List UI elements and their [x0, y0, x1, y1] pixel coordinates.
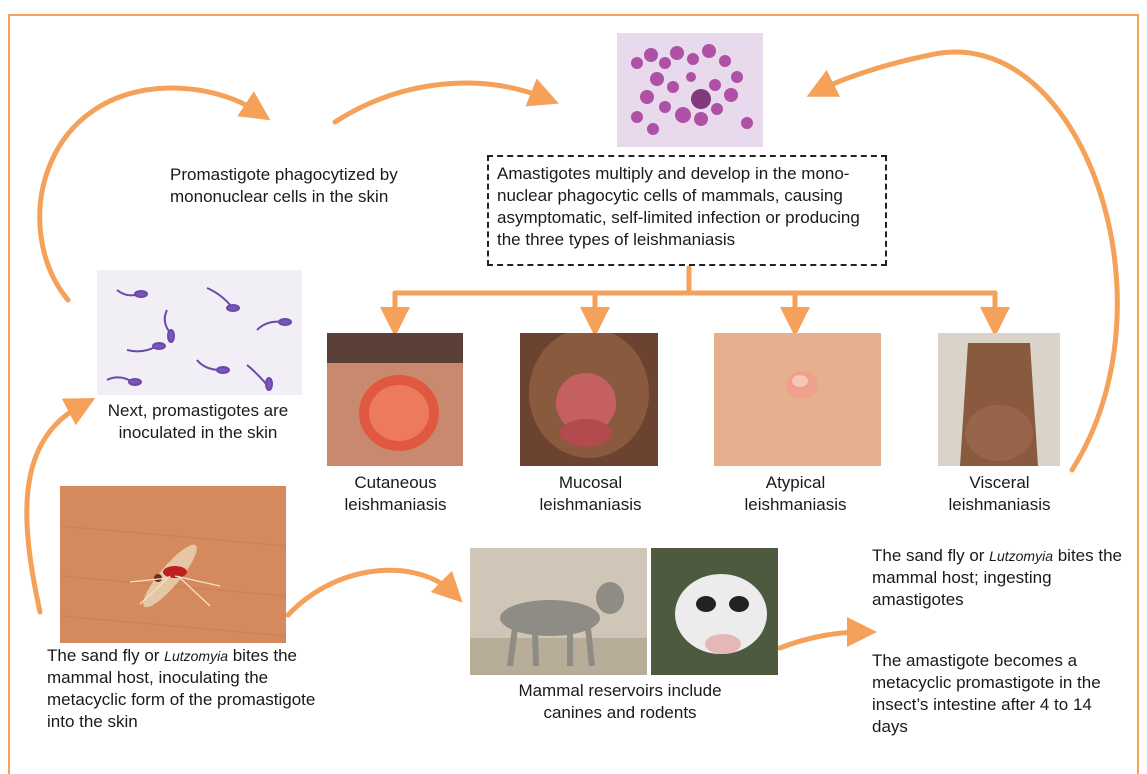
- phagocytosis-caption: Promastigote phagocytized by mononuclear…: [170, 164, 400, 208]
- reservoirs-caption: Mammal reservoirs include canines and ro…: [495, 680, 745, 724]
- cutaneous-label: Cutaneousleishmaniasis: [318, 472, 473, 516]
- amastigote-micrograph: [617, 33, 763, 147]
- visceral-label: Visceralleishmaniasis: [922, 472, 1077, 516]
- promastigote-micrograph: [97, 270, 302, 395]
- atypical-label: Atypicalleishmaniasis: [718, 472, 873, 516]
- visceral-photo: [938, 333, 1060, 466]
- dog-photo: [470, 548, 647, 675]
- opossum-photo: [651, 548, 778, 675]
- inoculation-caption: Next, promastigotes are inoculated in th…: [98, 400, 298, 444]
- amastigote-description: Amastigotes multiply and develop in the …: [497, 164, 860, 249]
- atypical-photo: [714, 333, 881, 466]
- cutaneous-photo: [327, 333, 463, 466]
- genus-name-right: Lutzomyia: [989, 548, 1053, 564]
- mucosal-label: Mucosalleishmaniasis: [513, 472, 668, 516]
- mucosal-photo: [520, 333, 658, 466]
- genus-name: Lutzomyia: [164, 648, 228, 664]
- metacyclic-caption: The amastigote becomes a metacyclic prom…: [872, 650, 1122, 738]
- sandfly-bite-left-caption: The sand fly or Lutzomyia bites the mamm…: [47, 645, 347, 733]
- amastigote-description-box: Amastigotes multiply and develop in the …: [487, 155, 887, 266]
- sandfly-photo: [60, 486, 286, 643]
- sandfly-bite-right-caption: The sand fly or Lutzomyia bites the mamm…: [872, 545, 1132, 611]
